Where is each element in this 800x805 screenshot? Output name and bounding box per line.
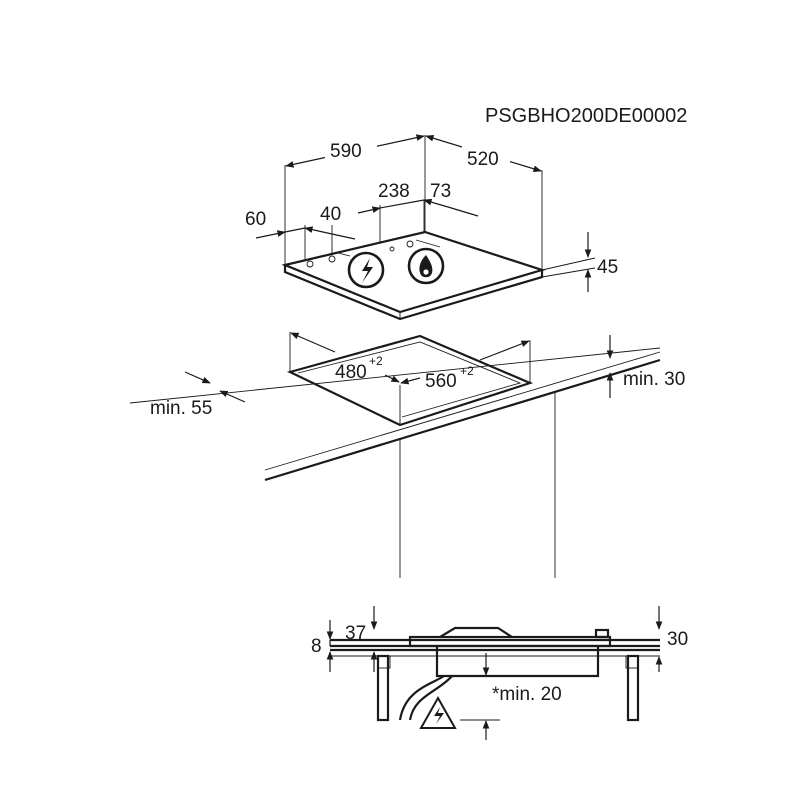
section-lip-label: 37 [345, 623, 366, 644]
control-knob-3 [406, 240, 414, 248]
hob-height-label: 45 [597, 257, 618, 278]
section-thickness-label: 8 [311, 636, 322, 657]
min-side-label: min. 30 [623, 369, 685, 390]
cutout-depth-label: 480 [335, 362, 367, 383]
hob-depth-label: 520 [467, 149, 499, 170]
left-margin-label: 60 [245, 209, 266, 230]
cutout-depth-tolerance: +2 [369, 354, 383, 368]
control-knob-1 [328, 255, 336, 263]
burner-offset-label: 238 [378, 181, 410, 202]
cutout-width-tolerance: +2 [460, 364, 474, 378]
control-knob-2 [306, 260, 314, 268]
section-drawing: 8 37 30 *min. 20 [311, 606, 688, 740]
cutout-width-label: 560 [425, 371, 457, 392]
control-offset-label: 40 [320, 204, 341, 225]
flame-icon [407, 247, 445, 285]
reference-code: PSGBHO200DE00002 [485, 105, 687, 127]
hob-width-label: 590 [330, 141, 362, 162]
section-worktop-label: 30 [667, 629, 688, 650]
min-front-label: min. 55 [150, 398, 212, 419]
worktop-front-edge [264, 358, 661, 482]
lightning-bolt-icon [347, 251, 385, 289]
section-clearance-label: *min. 20 [492, 684, 562, 705]
high-voltage-warning-icon [419, 695, 457, 729]
worktop-drawing: 480 +2 560 +2 min. 55 min. 30 [129, 332, 685, 578]
worktop-back-edge [129, 347, 661, 404]
right-margin-label: 73 [430, 181, 451, 202]
hob-drawing: 590 520 238 73 60 40 45 [245, 134, 618, 321]
